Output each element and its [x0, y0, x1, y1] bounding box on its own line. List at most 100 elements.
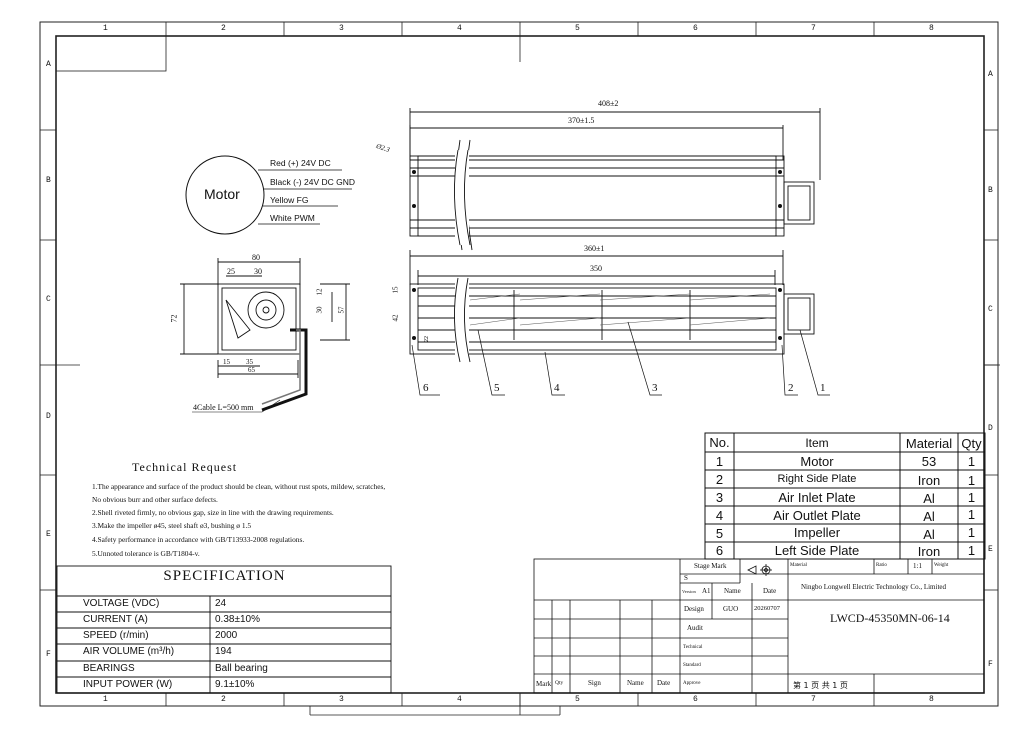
zone-letter-b: B	[46, 176, 51, 185]
name-footer-header: Name	[627, 679, 644, 687]
zone-number-bottom-4: 4	[457, 695, 462, 704]
approve-label: Approve	[683, 681, 701, 686]
design-name: GUO	[723, 605, 739, 613]
page-count: 第 1 页 共 1 页	[793, 681, 848, 690]
zone-letter-right-e: E	[988, 545, 993, 554]
zone-number-8: 8	[929, 24, 934, 33]
spec-value: Ball bearing	[215, 663, 268, 674]
parts-row-qty: 1	[967, 490, 976, 505]
parts-row-material: Al	[923, 491, 935, 506]
parts-row-no: 2	[715, 472, 724, 487]
spec-label: INPUT POWER (W)	[83, 679, 173, 690]
parts-row-item: Motor	[800, 454, 834, 469]
wire-label-red: Red (+) 24V DC	[270, 158, 331, 168]
zone-number-5: 5	[575, 24, 580, 33]
stage-mark-label: Stage Mark	[694, 562, 727, 570]
zone-letter-c: C	[46, 295, 51, 304]
dim-side-15: 15	[223, 358, 230, 366]
zone-number-bottom-2: 2	[221, 695, 226, 704]
zone-letter-f: F	[46, 650, 51, 659]
zone-letter-d: D	[46, 412, 51, 421]
parts-row-qty: 1	[967, 525, 976, 540]
zone-number-bottom-7: 7	[811, 695, 816, 704]
parts-header-material: Material	[905, 436, 953, 451]
qty-header: Qty	[555, 680, 564, 686]
balloon-6: 6	[423, 382, 429, 394]
material-label: Material	[790, 563, 807, 568]
parts-row-item: Air Outlet Plate	[773, 508, 861, 523]
standard-label: Standard	[683, 663, 701, 668]
technical-request-title: Technical Request	[132, 460, 238, 474]
dim-front-22: 22	[424, 336, 430, 342]
spec-row-speed: SPEED (r/min) 2000	[58, 628, 391, 644]
parts-row-material: Iron	[917, 544, 941, 559]
dim-front-length: 360±1	[584, 244, 605, 253]
spec-row-input-power: INPUT POWER (W) 9.1±10%	[58, 677, 391, 693]
dim-impeller-length: 350	[590, 264, 602, 273]
drawing-number: LWCD-45350MN-06-14	[830, 611, 950, 625]
parts-row-material: Al	[923, 509, 935, 524]
zone-letter-a: A	[46, 60, 51, 69]
spec-value: 2000	[215, 630, 238, 641]
parts-row-qty: 1	[967, 507, 976, 522]
technical-label: Technical	[683, 645, 703, 650]
spec-label: AIR VOLUME (m³/h)	[83, 646, 175, 657]
design-label: Design	[684, 605, 704, 613]
ratio-label: Ratio	[876, 563, 887, 568]
parts-row-item: Left Side Plate	[774, 543, 860, 558]
dim-front-15: 15	[391, 286, 400, 294]
name-header: Name	[724, 587, 741, 595]
parts-row-item: Air Inlet Plate	[778, 490, 856, 505]
dim-side-height: 72	[169, 314, 179, 323]
parts-row-no: 4	[715, 508, 724, 523]
parts-row-qty: 1	[967, 454, 976, 469]
spec-row-air-volume: AIR VOLUME (m³/h) 194	[58, 644, 391, 660]
parts-row-no: 1	[715, 454, 724, 469]
parts-row-material: Al	[923, 527, 935, 542]
company-name: Ningbo Longwell Electric Technology Co.,…	[801, 583, 946, 591]
spec-value: 194	[215, 646, 232, 657]
balloon-5: 5	[494, 382, 500, 394]
stage-s: S	[684, 574, 688, 582]
motor-title: Motor	[204, 186, 240, 202]
spec-value: 9.1±10%	[215, 679, 255, 690]
date-footer-header: Date	[657, 679, 671, 687]
spec-label: CURRENT (A)	[83, 614, 148, 625]
dim-side-65: 65	[248, 366, 255, 374]
dim-side-12: 12	[315, 288, 324, 296]
ratio-value: 1:1	[913, 562, 922, 570]
technical-request-line: 1.The appearance and surface of the prod…	[92, 482, 386, 491]
spec-row-voltage: VOLTAGE (VDC) 24	[58, 596, 391, 612]
zone-letter-right-f: F	[988, 660, 993, 669]
zone-letter-right-d: D	[988, 424, 993, 433]
zone-number-2: 2	[221, 24, 226, 33]
spec-row-current: CURRENT (A) 0.38±10%	[58, 612, 391, 628]
weight-label: Weight	[934, 563, 949, 568]
parts-header-qty: Qty	[961, 436, 982, 451]
parts-header-item: Item	[805, 436, 829, 450]
dim-cable: 4Cable L=500 mm	[193, 403, 254, 412]
zone-number-7: 7	[811, 24, 816, 33]
dim-overall-length: 408±2	[598, 99, 619, 108]
zone-letter-right-a: A	[988, 70, 993, 79]
date-header: Date	[763, 587, 777, 595]
parts-row-item: Right Side Plate	[777, 473, 857, 485]
zone-number-4: 4	[457, 24, 462, 33]
parts-header-no: No.	[709, 435, 730, 450]
wire-label-white: White PWM	[270, 213, 315, 223]
technical-request-line: 5.Unnoted tolerance is GB/T1804-v.	[92, 549, 200, 558]
balloon-2: 2	[788, 382, 794, 394]
zone-letter-right-c: C	[988, 305, 993, 314]
audit-label: Audit	[687, 624, 703, 632]
dim-side-30b: 30	[315, 306, 324, 314]
parts-row-qty: 1	[967, 543, 976, 558]
wire-label-black: Black (-) 24V DC GND	[270, 177, 356, 187]
balloon-4: 4	[554, 382, 560, 394]
wire-label-yellow: Yellow FG	[270, 195, 309, 205]
parts-row-no: 5	[715, 526, 724, 541]
technical-request-line: 4.Safety performance in accordance with …	[92, 535, 305, 544]
dim-side-57: 57	[337, 306, 346, 314]
parts-row-material: 53	[921, 454, 937, 469]
dim-side-width: 80	[252, 253, 260, 262]
